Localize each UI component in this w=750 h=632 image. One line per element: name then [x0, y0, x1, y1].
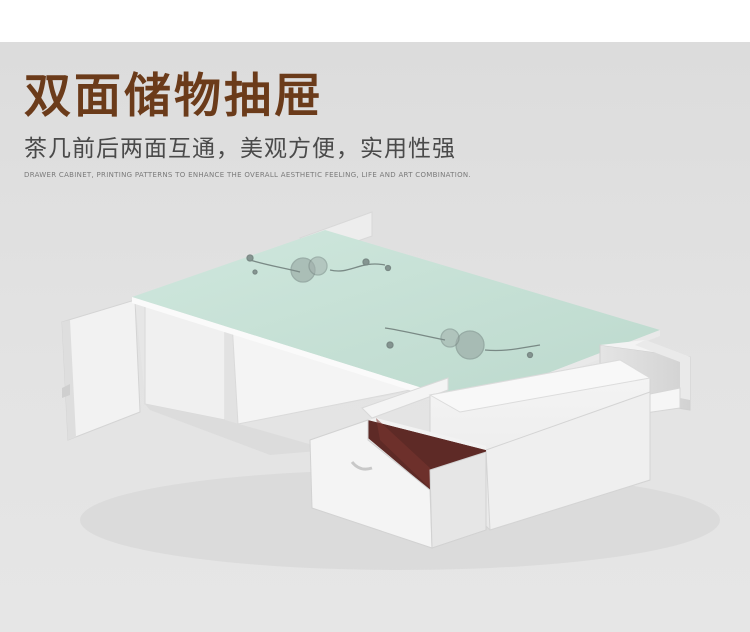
page-subtitle: 茶几前后两面互通，美观方便，实用性强	[24, 136, 456, 162]
drawer-handle-cutout	[350, 461, 373, 471]
page-title: 双面储物抽屉	[24, 69, 324, 124]
english-caption: DRAWER CABINET, PRINTING PATTERNS TO ENH…	[24, 171, 471, 179]
left-door	[61, 299, 141, 441]
open-drawer	[309, 418, 487, 549]
rose-pattern	[246, 254, 541, 360]
